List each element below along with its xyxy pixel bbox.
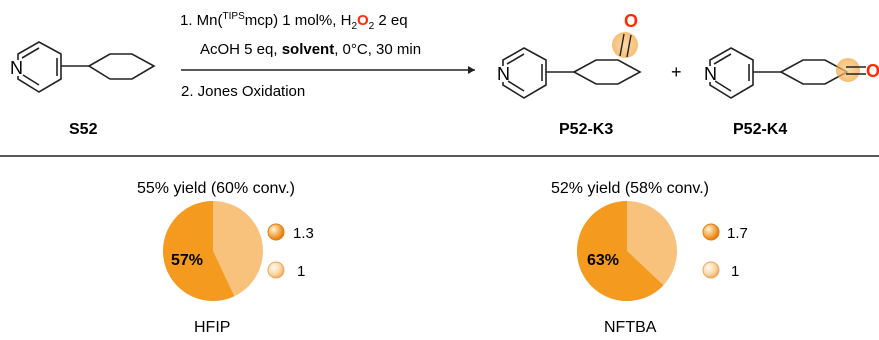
- legend-value-orange-nftba: 1.7: [727, 225, 748, 242]
- pyridine-double-bond: [21, 47, 40, 59]
- pie-chart-nftba: [576, 201, 677, 301]
- plus-sign: +: [671, 62, 682, 82]
- solvent-label-nftba: NFTBA: [604, 319, 657, 335]
- oxygen-label-k4: O: [866, 61, 879, 81]
- solvent-label-hfip: HFIP: [194, 319, 230, 335]
- pyridine-double-bond: [506, 53, 525, 65]
- nitrogen-label-mask: [702, 66, 715, 82]
- carbonyl-bond-k3: [619, 33, 625, 57]
- result-nftba: 52% yield (58% conv.) 63% 1.7 1 NFTBA: [551, 180, 748, 336]
- conditions-line-3: 2. Jones Oxidation: [181, 83, 305, 100]
- product-k4-label: P52-K4: [733, 121, 787, 138]
- nitrogen-label: N: [704, 64, 717, 84]
- conditions-line-2: AcOH 5 eq, solvent, 0°C, 30 min: [200, 41, 421, 58]
- pie-slice-main-hfip: [162, 201, 235, 301]
- conditions-line-1: 1. Mn(TIPSmcp) 1 mol%, H2O2 2 eq: [180, 11, 408, 32]
- legend-light-ball-nftba: [702, 261, 720, 279]
- legend-orange-ball-hfip: [267, 223, 285, 241]
- reaction-conditions: 1. Mn(TIPSmcp) 1 mol%, H2O2 2 eq AcOH 5 …: [180, 11, 475, 100]
- pyridine-ring-product-k3: [502, 47, 547, 99]
- yield-text-nftba: 52% yield (58% conv.): [551, 180, 709, 197]
- pyridine-double-bond: [714, 80, 732, 92]
- pyridine-double-bond: [507, 80, 525, 92]
- product-k3-label: P52-K3: [559, 121, 613, 138]
- carbonyl-bond-k3: [626, 34, 632, 58]
- pie-chart-hfip: [162, 201, 263, 301]
- nitrogen-label-mask: [8, 60, 21, 76]
- pie-slice-main-nftba: [576, 201, 664, 301]
- legend-value-light-hfip: 1: [297, 263, 305, 280]
- cyclohexane-ring-reactant: [87, 53, 156, 80]
- site-highlight-k4: [836, 58, 860, 82]
- reactant-label: S52: [69, 121, 98, 138]
- product-p52-k3-structure: N O: [495, 11, 642, 99]
- reaction-arrowhead: [468, 66, 475, 74]
- pyridine-double-bond: [713, 53, 732, 65]
- pyridine-ring-reactant: [17, 41, 62, 93]
- legend-value-light-nftba: 1: [731, 263, 739, 280]
- pyridine-double-bond: [22, 74, 40, 86]
- pyridine-ring-product-k4: [709, 47, 754, 99]
- legend-orange-ball-nftba: [702, 223, 720, 241]
- nitrogen-label-mask: [495, 66, 508, 82]
- pie-main-label-hfip: 57%: [171, 252, 203, 269]
- legend-light-ball-hfip: [267, 261, 285, 279]
- product-p52-k4-structure: N O: [702, 47, 879, 99]
- oxygen-label-k3: O: [624, 11, 638, 31]
- nitrogen-label: N: [497, 64, 510, 84]
- yield-text-hfip: 55% yield (60% conv.): [137, 180, 295, 197]
- nitrogen-label: N: [10, 58, 23, 78]
- pie-main-label-nftba: 63%: [587, 252, 619, 269]
- cyclohexane-ring-product-k3: [572, 59, 642, 85]
- legend-value-orange-hfip: 1.3: [293, 225, 314, 242]
- reactant-s52-structure: N: [8, 41, 156, 93]
- site-highlight-k3: [612, 32, 638, 58]
- result-hfip: 55% yield (60% conv.) 57% 1.3 1 HFIP: [137, 180, 314, 336]
